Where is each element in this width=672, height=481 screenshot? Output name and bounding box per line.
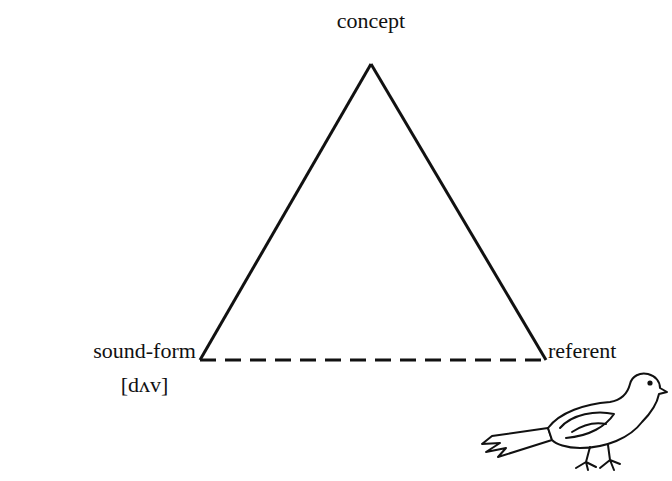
triangle-side: [200, 64, 371, 360]
triangle-side: [371, 64, 546, 360]
term-text: concept: [335, 8, 408, 34]
term-text: sound-form: [91, 338, 198, 364]
term-text: referent: [548, 338, 621, 364]
concept-label: concept: [335, 8, 408, 64]
transcription-text: [dʌv]: [91, 372, 198, 398]
sound-form-label: sound-form [dʌv]: [91, 338, 198, 398]
dashed-connector: [200, 359, 546, 362]
referent-label: referent: [548, 338, 621, 364]
